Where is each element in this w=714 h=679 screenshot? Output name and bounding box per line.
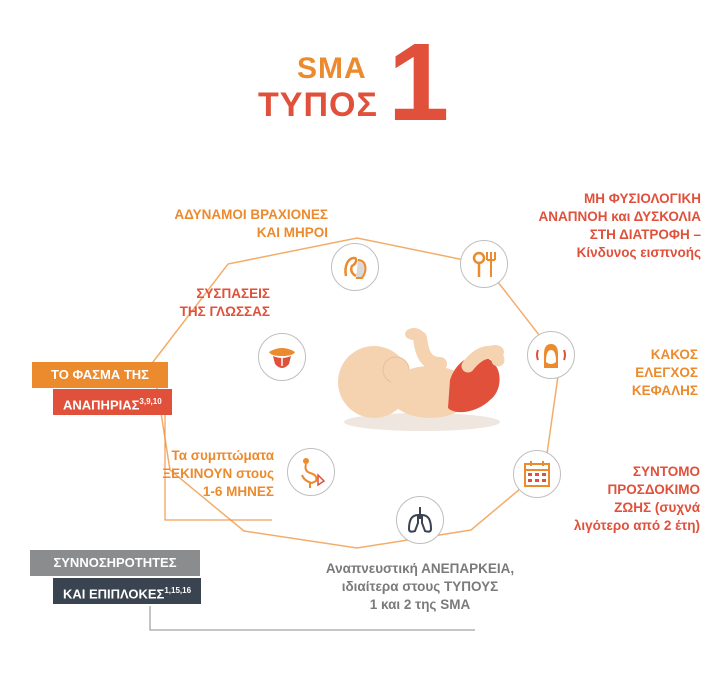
- label-respiratory-failure: Αναπνευστική ΑΝΕΠΑΡΚΕΙΑ,ιδιαίτερα στους …: [325, 561, 515, 612]
- fork-knife-icon: [460, 240, 508, 288]
- stork-icon: [287, 448, 335, 496]
- title-number: 1: [388, 21, 450, 144]
- tag-comorbid-line1: ΣΥΝΝΟΣΗΡΟΤΗΤΕΣ: [30, 550, 200, 576]
- lungs-icon: [396, 496, 444, 544]
- head-icon: [527, 331, 575, 379]
- title-type: ΤΥΠΟΣ: [258, 86, 378, 124]
- spectrum-connector: [164, 390, 272, 521]
- calendar-icon: [513, 450, 561, 498]
- baby-illustration: [338, 328, 505, 431]
- arm-muscle-icon: [331, 243, 379, 291]
- nonagon-ring: [152, 237, 561, 549]
- tag-spectrum-line1: ΤΟ ΦΑΣΜΑ ΤΗΣ: [32, 362, 168, 388]
- tag-spectrum-line2: ΑΝΑΠΗΡΙΑΣ3,9,10: [53, 389, 172, 415]
- comorbid-connector: [149, 606, 475, 631]
- title-sma: SMA: [297, 52, 367, 85]
- tag-comorbid-line2: ΚΑΙ ΕΠΙΠΛΟΚΕΣ1,15,16: [53, 578, 202, 604]
- tongue-icon: [258, 333, 306, 381]
